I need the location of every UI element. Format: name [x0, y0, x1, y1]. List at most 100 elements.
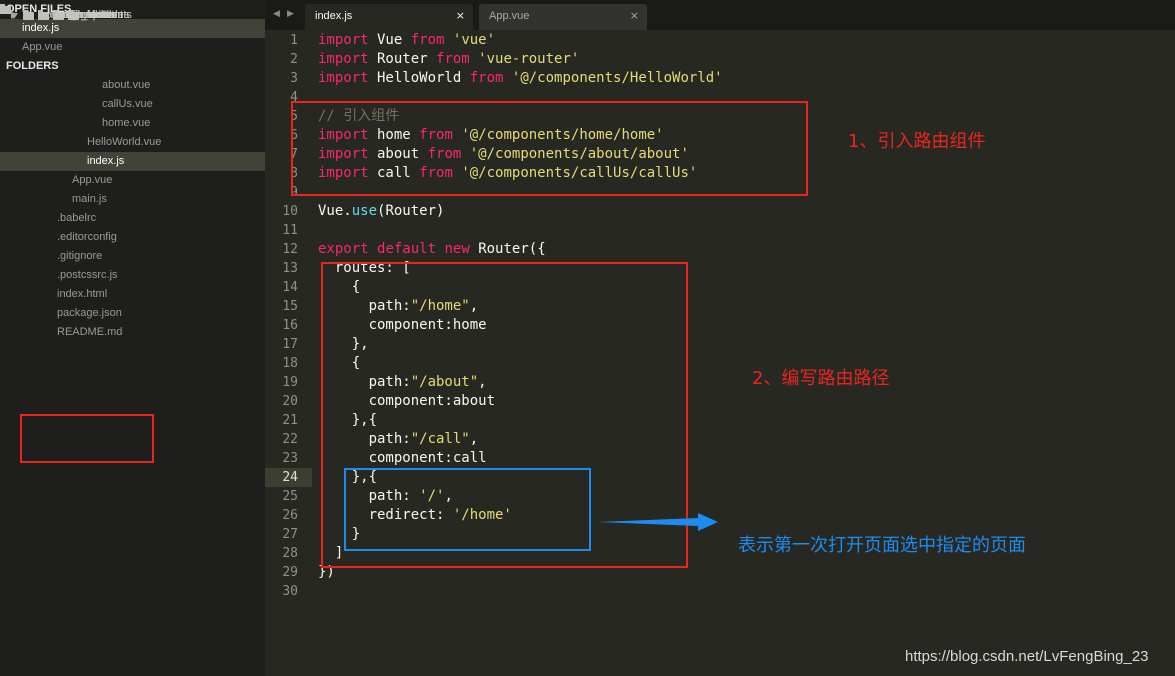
- tree-item-label: callUs: [87, 9, 117, 21]
- code-line[interactable]: 16 component:home: [265, 316, 1175, 335]
- code-text: ]: [318, 545, 344, 561]
- code-line[interactable]: 29}): [265, 563, 1175, 582]
- code-text: import HelloWorld from '@/components/Hel…: [318, 70, 723, 86]
- code-line[interactable]: 19 path:"/about",: [265, 373, 1175, 392]
- routes-annotation: 2、编写路由路径: [752, 368, 890, 389]
- open-file-item[interactable]: index.js: [0, 19, 265, 38]
- line-number: 25: [282, 489, 298, 504]
- tree-item-label: .babelrc: [57, 212, 97, 224]
- router-folder-highlight-box: [20, 414, 154, 463]
- code-line[interactable]: 30: [265, 582, 1175, 601]
- tree-file[interactable]: package.json: [0, 304, 265, 323]
- code-line[interactable]: 13 routes: [: [265, 259, 1175, 278]
- folder-tree: websitebuildconfignode_modulessrcassetsc…: [0, 4, 265, 342]
- tree-item-label: main.js: [72, 193, 107, 205]
- line-number: 29: [282, 565, 298, 580]
- code-line[interactable]: 25 path: '/',: [265, 487, 1175, 506]
- tree-file[interactable]: main.js: [0, 190, 265, 209]
- code-line[interactable]: 21 },{: [265, 411, 1175, 430]
- code-line[interactable]: 15 path:"/home",: [265, 297, 1175, 316]
- code-line[interactable]: 18 {: [265, 354, 1175, 373]
- line-number: 10: [282, 204, 298, 219]
- open-file-label: index.js: [22, 22, 60, 34]
- import-highlight-box: [291, 101, 808, 196]
- code-text: },{: [318, 412, 378, 428]
- code-line[interactable]: 27 }: [265, 525, 1175, 544]
- tree-file[interactable]: .editorconfig: [0, 228, 265, 247]
- code-text: path:"/call",: [318, 431, 479, 447]
- tree-file[interactable]: home.vue: [0, 114, 265, 133]
- tree-item-label: .editorconfig: [57, 231, 117, 243]
- tree-file[interactable]: .gitignore: [0, 247, 265, 266]
- tree-file[interactable]: .postcssrc.js: [0, 266, 265, 285]
- code-line[interactable]: 22 path:"/call",: [265, 430, 1175, 449]
- code-text: {: [318, 279, 361, 295]
- code-line[interactable]: 26 redirect: '/home': [265, 506, 1175, 525]
- code-text: import about from '@/components/about/ab…: [318, 146, 689, 162]
- tab-bar: ◀ ▶ index.js × App.vue ×: [265, 0, 1175, 30]
- line-number: 19: [282, 375, 298, 390]
- tree-file[interactable]: README.md: [0, 323, 265, 342]
- tree-file[interactable]: .babelrc: [0, 209, 265, 228]
- close-icon[interactable]: ×: [629, 9, 639, 22]
- line-number: 27: [282, 527, 298, 542]
- tree-file[interactable]: about.vue: [0, 76, 265, 95]
- code-line[interactable]: 20 component:about: [265, 392, 1175, 411]
- tree-item-label: .postcssrc.js: [57, 269, 118, 281]
- line-number: 18: [282, 356, 298, 371]
- code-line[interactable]: 7 import about from '@/components/about/a…: [265, 145, 1175, 164]
- tree-file[interactable]: HelloWorld.vue: [0, 133, 265, 152]
- open-file-item[interactable]: App.vue: [0, 38, 265, 57]
- close-icon[interactable]: ×: [455, 9, 465, 22]
- line-number: 23: [282, 451, 298, 466]
- code-line[interactable]: 4: [265, 88, 1175, 107]
- code-line[interactable]: 9: [265, 183, 1175, 202]
- code-text: import Router from 'vue-router': [318, 51, 580, 67]
- code-text: routes: [: [318, 260, 411, 276]
- code-line[interactable]: 28 ]: [265, 544, 1175, 563]
- line-number: 28: [282, 546, 298, 561]
- tree-item-label: about.vue: [102, 79, 151, 91]
- back-arrow-icon[interactable]: ◀: [273, 9, 280, 19]
- code-text: },{: [318, 469, 378, 485]
- code-line[interactable]: 24 },{: [265, 468, 1175, 487]
- tree-file[interactable]: index.html: [0, 285, 265, 304]
- folder-icon: [68, 10, 79, 20]
- redirect-highlight-box: [344, 468, 591, 551]
- code-line[interactable]: 14 {: [265, 278, 1175, 297]
- code-text: export default new Router({: [318, 241, 546, 257]
- line-number: 6: [290, 128, 298, 143]
- code-line[interactable]: 23 component:call: [265, 449, 1175, 468]
- tree-file[interactable]: App.vue: [0, 171, 265, 190]
- tab-app-vue[interactable]: App.vue ×: [479, 4, 647, 30]
- tab-index-js[interactable]: index.js ×: [305, 4, 473, 30]
- line-number: 13: [282, 261, 298, 276]
- code-text: component:home: [318, 317, 487, 333]
- arrow-icon: [598, 513, 718, 531]
- tree-file[interactable]: callUs.vue: [0, 95, 265, 114]
- line-number: 22: [282, 432, 298, 447]
- code-line[interactable]: 11: [265, 221, 1175, 240]
- tree-file[interactable]: index.js: [0, 152, 265, 171]
- code-line[interactable]: 17 },: [265, 335, 1175, 354]
- chevron-right-icon[interactable]: [11, 11, 17, 19]
- forward-arrow-icon[interactable]: ▶: [287, 9, 294, 19]
- code-line[interactable]: 5// 引入组件: [265, 107, 1175, 126]
- line-number: 26: [282, 508, 298, 523]
- tab-label: App.vue: [489, 10, 530, 22]
- redirect-annotation: 表示第一次打开页面选中指定的页面: [738, 535, 1026, 556]
- tree-item-label: content: [87, 9, 124, 21]
- code-text: import Vue from 'vue': [318, 32, 496, 48]
- line-number: 7: [290, 147, 298, 162]
- code-text: import call from '@/components/callUs/ca…: [318, 165, 698, 181]
- tree-folder[interactable]: router_test: [0, 4, 95, 21]
